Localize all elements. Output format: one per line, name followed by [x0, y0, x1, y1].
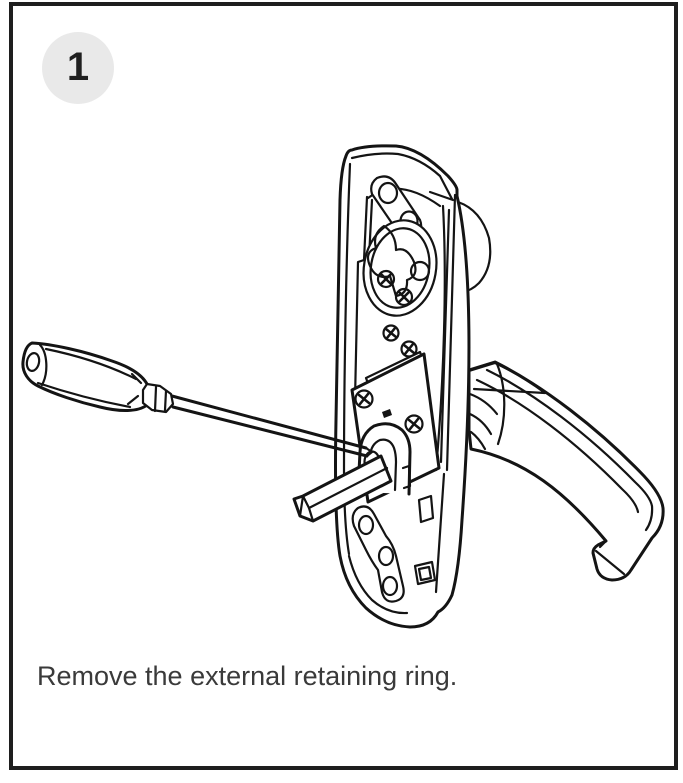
- step-caption: Remove the external retaining ring.: [37, 661, 458, 691]
- step-number-badge: 1: [42, 32, 114, 104]
- screwdriver-illustration: [21, 341, 374, 458]
- square-spindle-illustration: [292, 454, 393, 523]
- lever-handle-illustration: [467, 360, 665, 582]
- step-number: 1: [66, 45, 90, 89]
- exterior-rose-bulge-illustration: [456, 200, 492, 294]
